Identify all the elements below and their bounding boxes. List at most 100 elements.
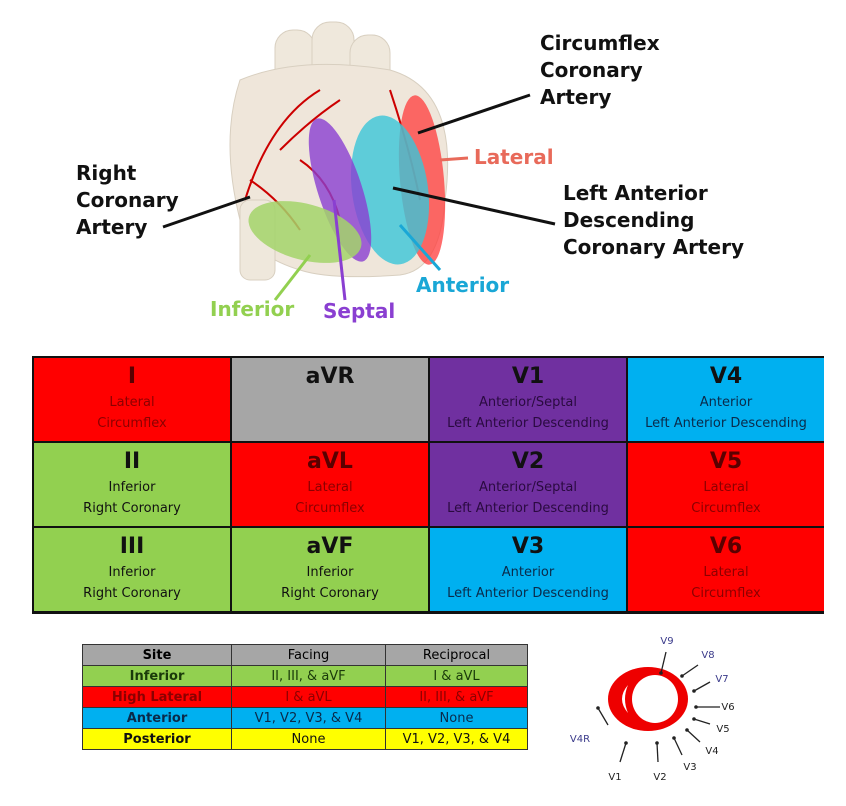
lead-label-v3: V3: [683, 762, 696, 773]
heart-illustration: [162, 21, 556, 301]
header-site: Site: [82, 644, 232, 666]
lead-cell-ii: II Inferior Right Coronary: [34, 443, 230, 526]
site-facing: II, III, & aVF: [231, 665, 386, 687]
inferior-region: [248, 201, 362, 263]
site-site: Inferior: [82, 665, 232, 687]
septal-label: Septal: [323, 299, 396, 323]
ecg-lead-grid: I Lateral Circumflex aVR V1 Anterior/Sept…: [32, 356, 824, 614]
lead-name: V5: [709, 449, 743, 474]
site-reciprocal: II, III, & aVF: [385, 686, 528, 708]
lead-name: V6: [709, 534, 743, 559]
lead-label-v6: V6: [721, 702, 734, 713]
site-site: Anterior: [82, 707, 232, 729]
lead-label-v4: V4: [705, 746, 718, 757]
lead-region: Inferior: [108, 565, 156, 580]
header-facing: Facing: [231, 644, 386, 666]
lead-region: Lateral: [109, 395, 155, 410]
site-reciprocal: V1, V2, V3, & V4: [385, 728, 528, 750]
site-facing: V1, V2, V3, & V4: [231, 707, 386, 729]
lead-name: aVF: [306, 534, 354, 559]
lateral-label: Lateral: [474, 145, 554, 169]
lead-name: III: [119, 534, 145, 559]
lead-cell-v1: V1 Anterior/Septal Left Anterior Descend…: [430, 358, 626, 441]
lead-artery: Left Anterior Descending: [447, 416, 609, 431]
lead-arrow-v1: [619, 742, 627, 763]
lead-name: aVL: [307, 449, 353, 474]
lead-label-v8: V8: [701, 650, 714, 661]
septal-region: [308, 118, 372, 262]
lead-name: aVR: [305, 364, 355, 389]
arrowhead-icon: [694, 705, 698, 709]
arrowhead-icon: [596, 706, 600, 710]
arrowhead-icon: [624, 741, 628, 745]
lead-region: Anterior: [501, 565, 555, 580]
lead-name: V2: [511, 449, 545, 474]
lead-cell-v2: V2 Anterior/Septal Left Anterior Descend…: [430, 443, 626, 526]
lead-label-v1: V1: [608, 772, 621, 783]
lead-name: V3: [511, 534, 545, 559]
lead-label-v4r: V4R: [570, 734, 590, 745]
lead-arrow-v9: [660, 651, 667, 674]
lead-region: Inferior: [306, 565, 354, 580]
lead-cell-v5: V5 Lateral Circumflex: [628, 443, 824, 526]
lead-arrow-v7: [693, 681, 711, 692]
lead-cell-avr: aVR: [232, 358, 428, 441]
lead-arrow-v3: [673, 737, 683, 756]
lead-arrow-v8: [681, 664, 699, 677]
lead-region: Anterior/Septal: [478, 480, 578, 495]
arrowhead-icon: [692, 689, 696, 693]
site-site: Posterior: [82, 728, 232, 750]
lead-cell-avl: aVL Lateral Circumflex: [232, 443, 428, 526]
lead-artery: Left Anterior Descending: [447, 586, 609, 601]
arrowhead-icon: [655, 741, 659, 745]
lead-cell-iii: III Inferior Right Coronary: [34, 528, 230, 611]
left-ventricle-cavity: [632, 675, 678, 723]
lead-cell-v3: V3 Anterior Left Anterior Descending: [430, 528, 626, 611]
header-reciprocal: Reciprocal: [385, 644, 528, 666]
site-reciprocal: None: [385, 707, 528, 729]
lead-label-v9: V9: [660, 636, 673, 647]
lead-artery: Circumflex: [691, 586, 761, 601]
site-site: High Lateral: [82, 686, 232, 708]
lead-cell-i: I Lateral Circumflex: [34, 358, 230, 441]
lead-region: Lateral: [703, 480, 749, 495]
lead-artery: Right Coronary: [83, 501, 181, 516]
lead-name: V4: [709, 364, 743, 389]
arrowhead-icon: [685, 728, 689, 732]
lead-region: Anterior/Septal: [478, 395, 578, 410]
lead-region: Anterior: [699, 395, 753, 410]
lead-label-v5: V5: [716, 724, 729, 735]
arrowhead-icon: [659, 671, 663, 675]
lead-name: II: [123, 449, 141, 474]
arrowhead-icon: [680, 674, 684, 678]
lead-region: Lateral: [307, 480, 353, 495]
lead-region: Inferior: [108, 480, 156, 495]
lead-artery: Left Anterior Descending: [645, 416, 807, 431]
lead-label-v2: V2: [653, 772, 666, 783]
lead-artery: Circumflex: [691, 501, 761, 516]
lead-artery: Right Coronary: [83, 586, 181, 601]
lead-arrow-v5: [693, 718, 711, 725]
arrowhead-icon: [692, 717, 696, 721]
lead-label-v7: V7: [715, 674, 728, 685]
lead-region: Lateral: [703, 565, 749, 580]
lead-artery: Right Coronary: [281, 586, 379, 601]
precordial-leads-diagram: V4R V1 V2 V3 V4 V5 V6 V7 V8 V9: [570, 636, 735, 783]
lead-artery: Left Anterior Descending: [447, 501, 609, 516]
anterior-label: Anterior: [416, 273, 510, 297]
site-reciprocal: I & aVL: [385, 665, 528, 687]
lead-arrow-v4: [686, 729, 701, 743]
lead-name: I: [127, 364, 137, 389]
site-facing: None: [231, 728, 386, 750]
arrowhead-icon: [672, 736, 676, 740]
lead-name: V1: [511, 364, 545, 389]
lead-arrow-v4r: [597, 707, 609, 726]
